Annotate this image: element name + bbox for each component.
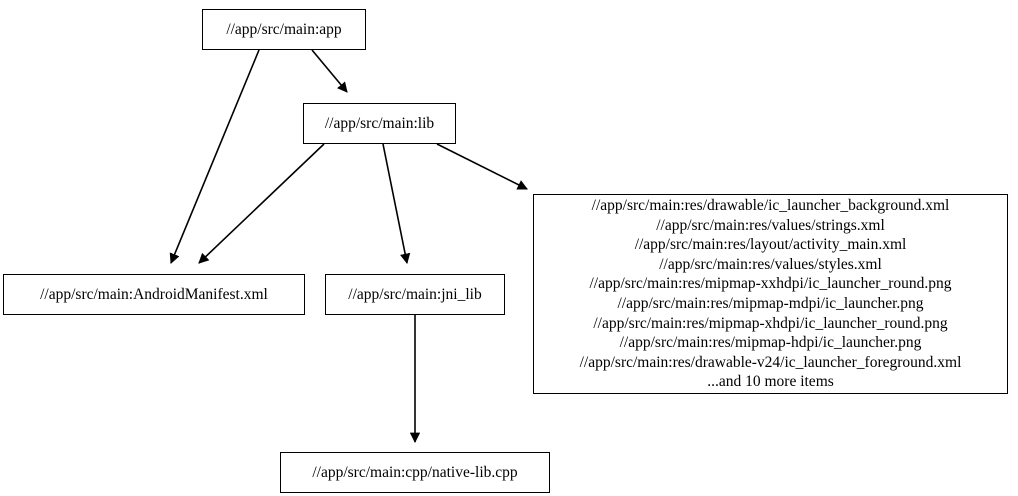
- graph-node-native-lib-cpp-label: //app/src/main:cpp/native-lib.cpp: [312, 463, 518, 481]
- edge-app-to-manifest: [169, 49, 260, 264]
- graph-node-native-lib-cpp[interactable]: //app/src/main:cpp/native-lib.cpp: [280, 452, 550, 493]
- edge-lib-to-manifest: [198, 143, 325, 264]
- graph-node-lib-label: //app/src/main:lib: [324, 114, 435, 132]
- graph-node-android-manifest[interactable]: //app/src/main:AndroidManifest.xml: [3, 274, 305, 315]
- edge-app-to-lib: [311, 49, 348, 93]
- graph-node-jni-lib-label: //app/src/main:jni_lib: [348, 285, 482, 303]
- graph-node-app[interactable]: //app/src/main:app: [202, 9, 366, 50]
- edge-lib-to-resources: [436, 143, 528, 190]
- graph-node-jni-lib[interactable]: //app/src/main:jni_lib: [325, 274, 505, 315]
- graph-node-android-manifest-label: //app/src/main:AndroidManifest.xml: [40, 285, 268, 303]
- graph-node-lib[interactable]: //app/src/main:lib: [303, 103, 456, 144]
- edge-lib-to-jni-lib: [382, 143, 411, 265]
- graph-node-resources[interactable]: //app/src/main:res/drawable/ic_launcher_…: [533, 194, 1008, 394]
- graph-node-resources-label: //app/src/main:res/drawable/ic_launcher_…: [579, 197, 962, 391]
- graph-node-app-label: //app/src/main:app: [226, 20, 342, 38]
